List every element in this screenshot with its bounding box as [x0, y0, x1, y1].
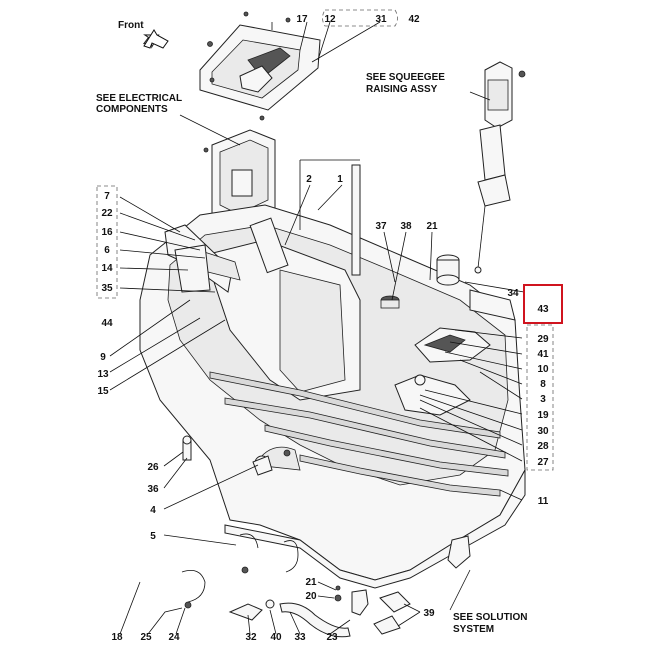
- callout-7: 7: [104, 191, 110, 202]
- callout-44: 44: [101, 318, 113, 329]
- top-cover-part: [199, 11, 321, 111]
- callout-35: 35: [101, 283, 113, 294]
- callout-27: 27: [537, 457, 549, 468]
- callout-11: 11: [538, 496, 549, 507]
- squeegee-actuator-part: [474, 61, 526, 274]
- callout-42: 42: [408, 14, 420, 25]
- callout-41: 41: [537, 349, 549, 360]
- callout-28: 28: [537, 441, 549, 452]
- note-squeegee-line1: SEE SQUEEGEE: [366, 72, 445, 83]
- callout-21b: 21: [305, 577, 317, 588]
- left-arm-assembly-part: [164, 217, 289, 293]
- callout-34: 34: [507, 288, 519, 299]
- callout-24: 24: [168, 632, 180, 643]
- callout-10: 10: [537, 364, 549, 375]
- callout-29: 29: [537, 334, 549, 345]
- callout-32: 32: [245, 632, 257, 643]
- callout-22: 22: [101, 208, 113, 219]
- note-squeegee-line2: RAISING ASSY: [366, 84, 438, 95]
- note-solution-line1: SEE SOLUTION: [453, 612, 527, 623]
- lower-hardware-parts: [181, 435, 471, 638]
- leader-lines: [109, 21, 525, 635]
- control-panel-bracket-part: [203, 115, 276, 229]
- front-arrow-icon: [142, 29, 169, 49]
- callout-17: 17: [296, 14, 308, 25]
- callout-31: 31: [375, 14, 387, 25]
- callout-1: 1: [337, 174, 343, 185]
- callout-8: 8: [540, 379, 546, 390]
- callout-4: 4: [150, 505, 156, 516]
- group-brackets: [96, 9, 554, 471]
- callout-3: 3: [540, 394, 546, 405]
- callout-12: 12: [324, 14, 336, 25]
- callout-30: 30: [537, 426, 549, 437]
- callout-37: 37: [375, 221, 387, 232]
- callout-43: 43: [537, 304, 549, 315]
- callout-5: 5: [150, 531, 156, 542]
- callout-labels: 17 12 31 42 1 2 37 38 21 34 43 7 22 16 6…: [97, 14, 549, 643]
- callout-15: 15: [97, 386, 109, 397]
- tank-lid-components-part: [380, 254, 516, 416]
- callout-39: 39: [423, 608, 435, 619]
- callout-38: 38: [400, 221, 412, 232]
- callout-20: 20: [305, 591, 317, 602]
- callout-19: 19: [537, 410, 549, 421]
- callout-40: 40: [270, 632, 282, 643]
- callout-16: 16: [101, 227, 113, 238]
- callout-21a: 21: [426, 221, 438, 232]
- chassis-body-part: [139, 159, 526, 589]
- note-electrical-line2: COMPONENTS: [96, 104, 168, 115]
- callout-2: 2: [306, 174, 312, 185]
- callout-9: 9: [100, 352, 106, 363]
- callout-23: 23: [326, 632, 338, 643]
- note-electrical-line1: SEE ELECTRICAL: [96, 93, 182, 104]
- highlight-box-43: [523, 284, 563, 324]
- callout-13: 13: [97, 369, 109, 380]
- callout-18: 18: [111, 632, 123, 643]
- callout-14: 14: [101, 263, 113, 274]
- callout-25: 25: [140, 632, 152, 643]
- callout-36: 36: [147, 484, 159, 495]
- note-solution-line2: SYSTEM: [453, 624, 494, 635]
- callout-33: 33: [294, 632, 306, 643]
- front-label: Front: [118, 20, 144, 31]
- callout-6: 6: [104, 245, 110, 256]
- callout-26: 26: [147, 462, 159, 473]
